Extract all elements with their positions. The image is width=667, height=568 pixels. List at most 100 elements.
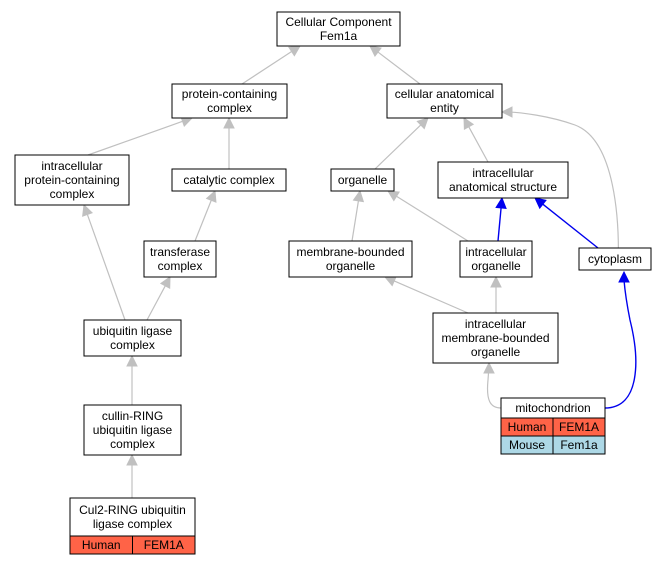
- node-label-line: intracellular: [465, 245, 526, 259]
- node-label-line: ubiquitin ligase: [93, 423, 173, 437]
- annotation-gene-cell: [552, 435, 606, 455]
- edge-arrowhead: [618, 270, 630, 283]
- edge-arrowhead: [369, 45, 382, 57]
- edge-org-to-cae: [374, 124, 422, 170]
- node-label-line: mitochondrion: [515, 401, 590, 415]
- edge-imbo-to-mbo: [393, 280, 469, 314]
- edge-arrowhead: [126, 354, 138, 367]
- annotation-gene-label: Fem1a: [560, 438, 598, 452]
- node-label-line: cullin-RING: [102, 409, 163, 423]
- edge-arrowhead: [490, 275, 502, 288]
- node-label-line: Fem1a: [320, 29, 358, 43]
- graph-nodes: Cellular ComponentFem1aprotein-containin…: [14, 11, 652, 555]
- graph-edges: [82, 45, 637, 498]
- edge-ias-to-cae: [468, 126, 489, 163]
- edge-arrowhead: [126, 453, 138, 466]
- node-label-line: membrane-bounded: [441, 331, 549, 345]
- node-label-line: complex: [158, 259, 203, 273]
- node-label-line: ligase complex: [93, 517, 172, 531]
- edge-ulc-to-trc: [146, 285, 166, 321]
- edge-arrowhead: [416, 117, 429, 130]
- edge-cyto-to-ias: [542, 203, 599, 249]
- edge-mito-to-imbo: [486, 365, 502, 409]
- node-box: [386, 83, 503, 119]
- edge-arrowhead: [288, 45, 301, 57]
- node-label-line: complex: [110, 338, 155, 352]
- annotation-gene-label: FEM1A: [559, 420, 599, 434]
- node-label-line: protein-containing: [24, 173, 119, 187]
- node-box: [437, 161, 569, 199]
- edge-arrowhead: [483, 361, 495, 374]
- annotation-gene-cell: [132, 535, 196, 555]
- edge-cae-to-root: [377, 51, 421, 85]
- edge-mbo-to-org: [351, 200, 360, 242]
- node-label-line: intracellular: [41, 159, 102, 173]
- edge-arrowhead: [159, 276, 171, 289]
- node-label-line: transferase: [150, 245, 210, 259]
- node-label-line: cellular anatomical: [395, 87, 494, 101]
- edge-arrowhead: [383, 275, 397, 287]
- edge-arrowhead: [387, 190, 400, 202]
- node-box: [83, 404, 182, 456]
- edge-ipcc-to-pcc: [87, 120, 183, 156]
- edge-arrowhead: [495, 196, 507, 209]
- node-box: [288, 240, 413, 278]
- node-label-line: ubiquitin ligase: [93, 324, 173, 338]
- node-box: [171, 83, 288, 119]
- node-box: [330, 168, 395, 192]
- edge-mito-to-cyto: [604, 279, 637, 409]
- node-label-line: protein-containing: [182, 87, 277, 101]
- edge-trc-to-catc: [194, 200, 212, 242]
- node-box: [143, 240, 217, 278]
- annotation-gene-label: FEM1A: [144, 538, 184, 552]
- node-box: [432, 312, 559, 364]
- node-box: [578, 247, 652, 271]
- node-box: [14, 154, 130, 206]
- edge-ulc-to-ipcc: [86, 214, 126, 321]
- node-label-line: Cellular Component: [285, 15, 392, 29]
- node-org[interactable]: organelle: [330, 168, 395, 192]
- node-label-line: cytoplasm: [588, 252, 642, 266]
- node-label-line: intracellular: [472, 166, 533, 180]
- node-catc[interactable]: catalytic complex: [171, 168, 287, 192]
- edge-arrowhead: [223, 116, 235, 129]
- node-box: [171, 168, 287, 192]
- node-label-line: catalytic complex: [183, 173, 274, 187]
- node-label-line: membrane-bounded: [296, 245, 404, 259]
- edge-cyto-to-cae: [504, 111, 619, 271]
- annotation-species-label: Mouse: [509, 438, 545, 452]
- edge-arrowhead: [500, 106, 513, 118]
- node-cyto[interactable]: cytoplasm: [578, 247, 652, 271]
- annotation-species-label: Human: [508, 420, 547, 434]
- edge-arrowhead: [534, 197, 547, 210]
- node-label-line: entity: [430, 101, 459, 115]
- node-box: [69, 497, 196, 537]
- node-label-line: complex: [207, 101, 252, 115]
- edge-arrowhead: [82, 203, 93, 217]
- edge-arrowhead: [463, 117, 475, 130]
- edge-arrowhead: [352, 189, 365, 203]
- edge-pcc-to-root: [241, 50, 292, 85]
- node-label-line: intracellular: [465, 317, 526, 331]
- annotation-species-label: Human: [82, 538, 121, 552]
- node-label-line: organelle: [338, 173, 388, 187]
- node-label-line: organelle: [471, 345, 521, 359]
- edge-io-to-org: [396, 195, 469, 242]
- node-label-line: complex: [110, 437, 155, 451]
- edge-io-to-ias: [497, 207, 502, 242]
- node-label-line: anatomical structure: [449, 180, 557, 194]
